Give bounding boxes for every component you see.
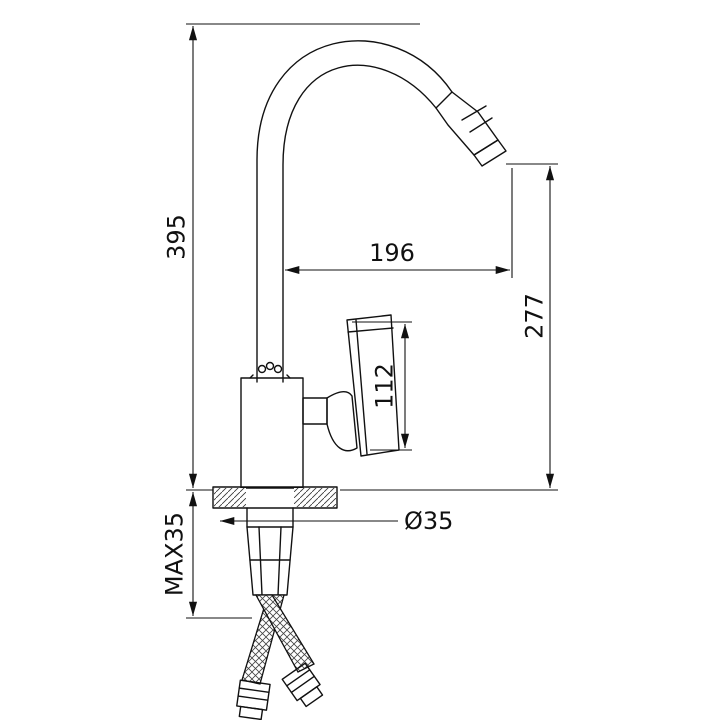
spout-inner-curve	[282, 64, 437, 383]
handle-stub	[302, 397, 328, 425]
collar-beads	[249, 361, 291, 379]
nozzle-detail-line	[461, 105, 493, 133]
handle-top-line	[347, 327, 394, 333]
label-hole-diameter: Ø35	[404, 507, 453, 535]
dim-spout-height: 277	[340, 163, 558, 491]
handle-front-edge	[355, 319, 368, 455]
shank-inner-lines	[249, 526, 291, 596]
label-spout-height: 277	[520, 293, 548, 339]
dim-max-deck-thickness: MAX35	[160, 492, 252, 619]
spout-outer-curve	[256, 40, 453, 383]
shank-lower-section	[246, 526, 294, 596]
label-total-height: 395	[162, 214, 190, 260]
handle-connector	[326, 391, 358, 452]
supply-hose-right	[254, 594, 315, 673]
label-max-deck-thickness: MAX35	[160, 512, 188, 596]
label-handle-height: 112	[370, 363, 398, 409]
faucet-figure	[212, 40, 507, 720]
plate-hatch-right	[294, 488, 336, 507]
dim-hole-diameter: Ø35	[220, 507, 453, 535]
faucet-body	[240, 377, 304, 489]
base-plate	[212, 486, 338, 509]
hose-fitting-left	[236, 679, 271, 720]
hose-fitting-right	[281, 662, 324, 708]
aerator-tip-icon	[473, 139, 507, 167]
plate-hatch-left	[214, 488, 246, 507]
dim-spout-reach: 196	[285, 168, 513, 278]
dim-handle-height: 112	[352, 321, 412, 451]
dim-total-height: 395	[162, 23, 420, 491]
label-spout-reach: 196	[369, 239, 415, 267]
mounting-shank	[246, 507, 294, 528]
